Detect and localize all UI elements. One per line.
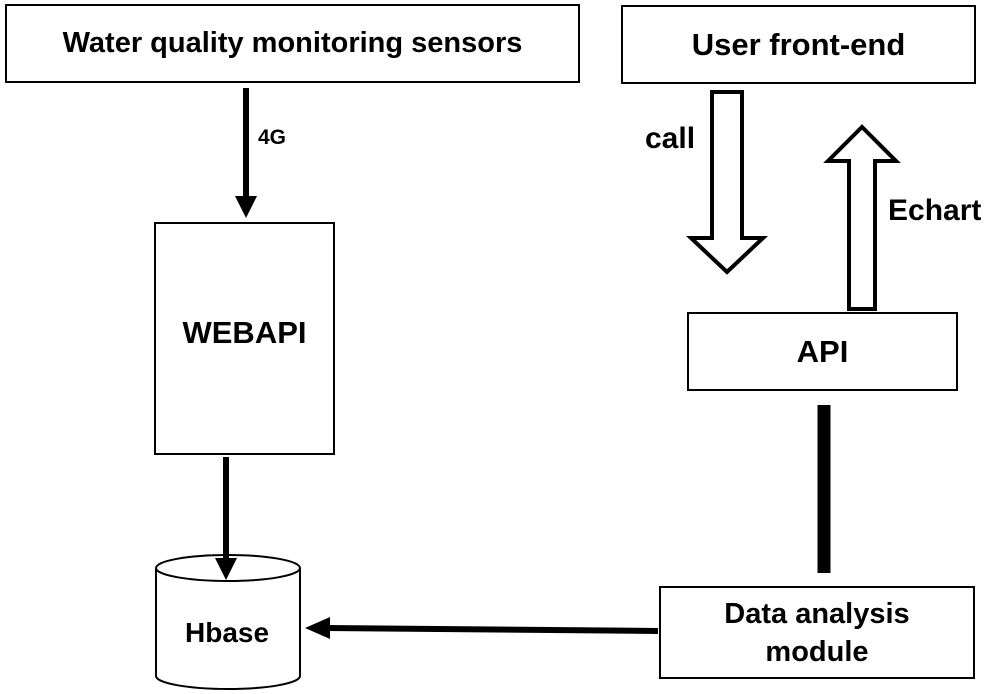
- api-node: API: [687, 312, 958, 391]
- api-label: API: [796, 333, 849, 369]
- webapi-label: WEBAPI: [182, 314, 307, 350]
- frontend-label: User front-end: [691, 26, 906, 62]
- arrow-analysis-to-hbase: [305, 617, 659, 639]
- analysis-node: Data analysis module: [659, 586, 975, 679]
- analysis-label-line2: module: [765, 635, 869, 668]
- sensors-label: Water quality monitoring sensors: [62, 27, 523, 59]
- hollow-arrow-call: [685, 90, 769, 275]
- arrow-sensors-to-webapi: [235, 88, 257, 218]
- edge-label-4g: 4G: [258, 126, 287, 149]
- hollow-arrow-echart: [823, 124, 901, 311]
- frontend-node: User front-end: [621, 5, 976, 84]
- hbase-label: Hbase: [185, 617, 270, 648]
- sensors-node: Water quality monitoring sensors: [5, 4, 580, 83]
- arrow-webapi-to-hbase: [215, 457, 237, 580]
- analysis-label-line1: Data analysis: [724, 597, 910, 630]
- webapi-node: WEBAPI: [154, 222, 335, 455]
- edge-label-call: call: [645, 122, 696, 155]
- edge-label-echart: Echart: [888, 194, 982, 227]
- analysis-label: Data analysis module: [724, 595, 909, 671]
